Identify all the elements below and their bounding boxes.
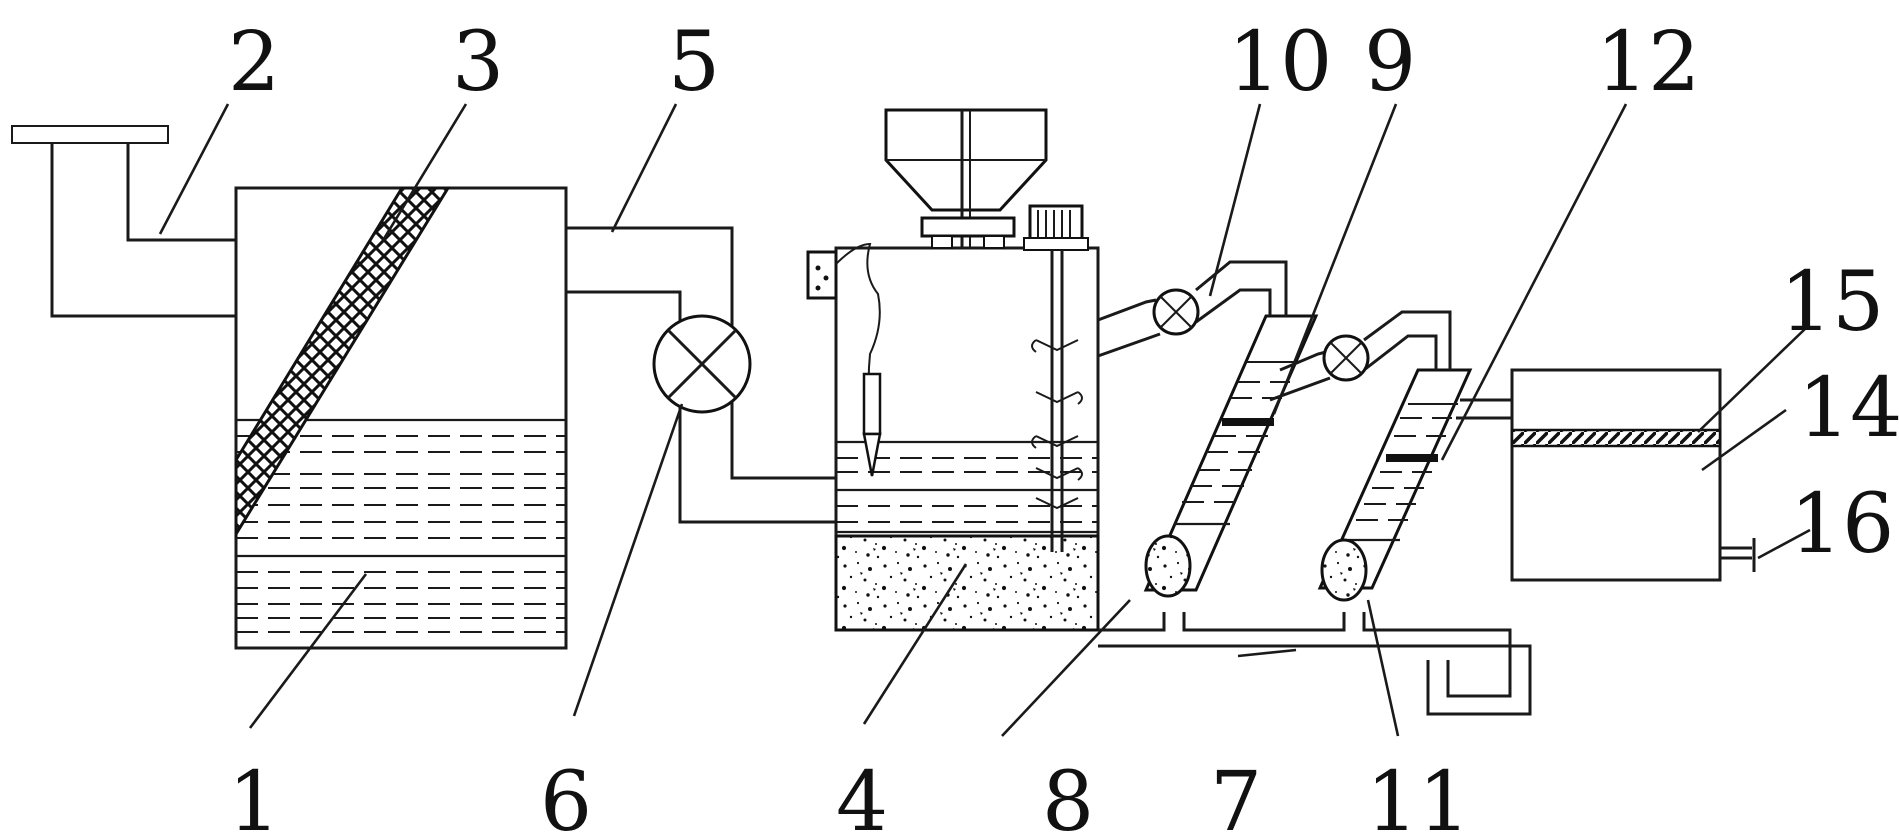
filter-screen <box>234 186 451 540</box>
inclined-column-1 <box>1143 314 1319 598</box>
label-12: 12 <box>1596 15 1700 110</box>
label-10: 10 <box>1228 15 1332 110</box>
label-3: 3 <box>452 15 504 110</box>
label-1: 1 <box>228 755 280 838</box>
storage-tank <box>1510 368 1722 582</box>
transfer-pipe-2 <box>1269 310 1452 402</box>
label-11: 11 <box>1366 755 1470 838</box>
part-labels: 1 2 3 5 6 4 10 9 12 8 7 11 15 14 16 <box>228 15 1899 838</box>
sensor-probe <box>806 242 882 477</box>
label-15: 15 <box>1780 255 1884 350</box>
label-2: 2 <box>228 15 280 110</box>
bottom-pipe <box>1098 612 1532 716</box>
label-14: 14 <box>1798 361 1899 456</box>
pump <box>652 314 752 414</box>
label-4: 4 <box>836 755 888 838</box>
label-8: 8 <box>1042 755 1094 838</box>
reaction-tank <box>834 246 1100 632</box>
inlet-pipe <box>11 125 236 318</box>
screw-conveyor <box>1031 250 1083 552</box>
label-16: 16 <box>1790 477 1894 572</box>
leader-lines <box>158 103 1811 737</box>
label-5: 5 <box>668 15 720 110</box>
drain-valve <box>1720 538 1756 572</box>
transfer-pipe-1 <box>1097 260 1288 358</box>
outlet-pipe <box>1456 398 1512 420</box>
settling-tank <box>234 186 568 650</box>
label-7: 7 <box>1210 755 1262 838</box>
motor <box>1023 204 1089 251</box>
feed-hopper <box>884 108 1048 249</box>
label-6: 6 <box>540 755 592 838</box>
inclined-column-2 <box>1317 368 1473 602</box>
label-9: 9 <box>1364 15 1416 110</box>
